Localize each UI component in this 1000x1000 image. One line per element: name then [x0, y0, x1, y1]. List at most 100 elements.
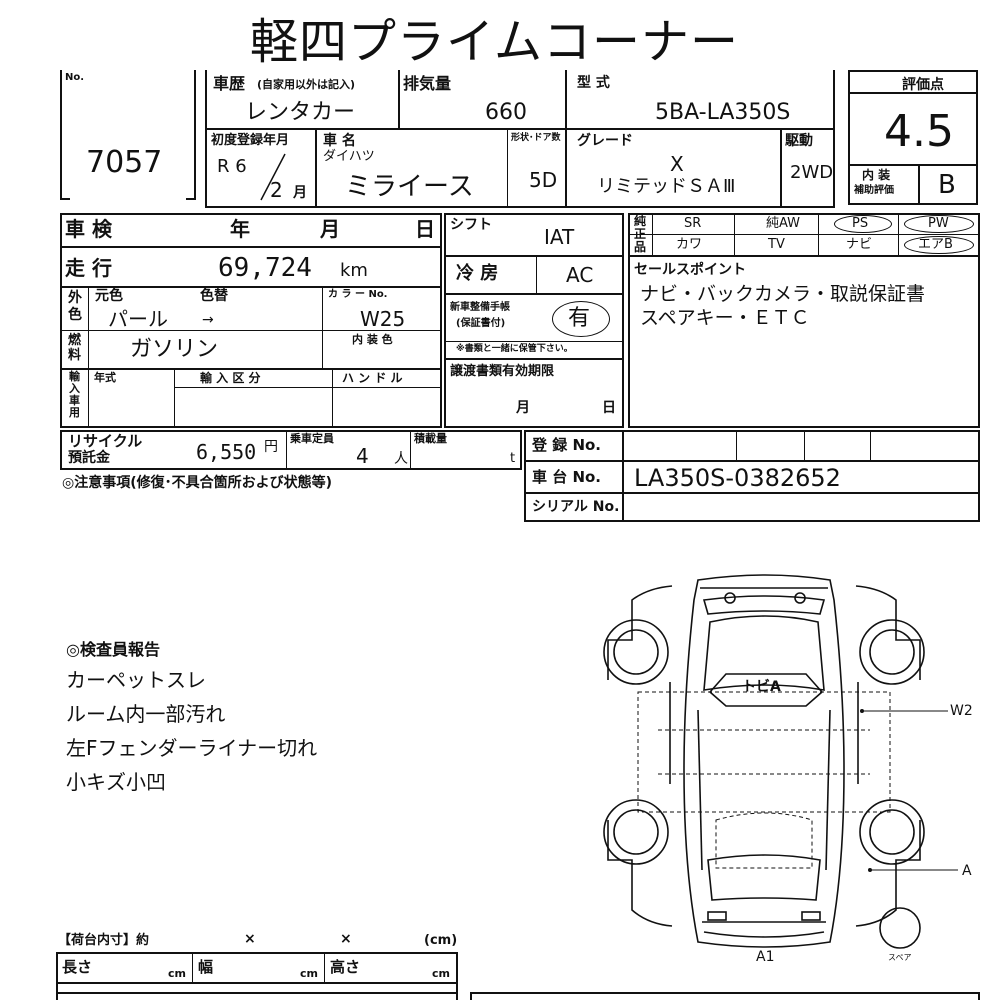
history-value: レンタカー — [245, 100, 356, 125]
registration-no-label: 登 録 No. — [532, 436, 602, 454]
displacement-value: 660 — [485, 100, 527, 125]
recycle-label-2: 預託金 — [68, 450, 110, 466]
bottom-right-box — [470, 992, 980, 1000]
load-label: 積載量 — [414, 432, 447, 445]
capacity-unit: 人 — [394, 451, 408, 467]
displacement-label: 排気量 — [403, 74, 452, 93]
score-value: 4.5 — [884, 106, 954, 157]
cargo-width-unit: cm — [300, 967, 318, 980]
mileage-label: 走 行 — [65, 256, 112, 280]
mileage-unit: km — [340, 260, 368, 281]
fuel-value: ガソリン — [130, 337, 219, 362]
import-class-label: 輸 入 区 分 — [200, 371, 261, 385]
fuel-label: 燃料 — [68, 333, 82, 363]
cargo-length-label: 長さ — [62, 958, 93, 976]
inspector-item-3: 左Fフェンダーライナー切れ — [66, 736, 318, 760]
equipment-label: 純正品 — [634, 214, 647, 254]
interior-aux-value: B — [938, 170, 956, 200]
interior-aux-label-1: 内 装 — [862, 168, 891, 182]
equipment-airbag-circle — [904, 236, 974, 254]
slash-icon — [260, 153, 286, 201]
first-reg-label: 初度登録年月 — [211, 133, 290, 148]
cargo-length-unit: cm — [168, 967, 186, 980]
inspector-item-4: 小キズ小凹 — [66, 770, 166, 794]
color-code-label: カ ラ ー No. — [328, 289, 388, 300]
cargo-width-label: 幅 — [198, 958, 214, 976]
score-box: 評価点 4.5 内 装 補助評価 B — [848, 70, 978, 205]
handle-label: ハ ン ド ル — [342, 371, 403, 385]
transfer-label: 譲渡書類有効期限 — [450, 364, 555, 379]
recycle-unit: 円 — [264, 439, 278, 455]
cargo-height-label: 高さ — [330, 958, 361, 976]
mileage-value: 69,724 — [218, 253, 312, 283]
recycle-label-1: リサイクル — [68, 432, 143, 450]
grade-line1: X — [670, 152, 684, 176]
inspection-year: 年 — [230, 217, 250, 241]
interior-aux-label-2: 補助評価 — [854, 185, 894, 196]
equipment-pw: PW — [928, 216, 949, 231]
history-label: 車歴 — [213, 74, 246, 93]
first-reg-month: 2 — [270, 178, 283, 202]
equipment-leather: カワ — [676, 237, 703, 252]
aircon-label: 冷 房 — [456, 263, 499, 284]
cargo-height-unit: cm — [432, 967, 450, 980]
warranty-value: 有 — [568, 306, 591, 331]
color-changed-label: 色替 — [200, 288, 228, 304]
marker-w2-label: W2 — [950, 703, 973, 719]
equipment-genuine-aw: 純AW — [766, 216, 801, 231]
color-arrow: → — [202, 312, 214, 328]
score-label: 評価点 — [902, 77, 944, 93]
equipment-navi: ナビ — [846, 237, 873, 252]
first-reg-month-unit: 月 — [293, 185, 307, 201]
transfer-day: 日 — [602, 400, 616, 416]
warranty-label-2: (保証書付) — [456, 318, 506, 329]
model-label: 型 式 — [577, 75, 610, 91]
sales-points-line2: スペアキー・ＥＴＣ — [640, 307, 810, 329]
doors-value: 5D — [529, 168, 558, 192]
equipment-pw-circle — [904, 215, 974, 233]
load-unit: t — [510, 451, 516, 466]
page-title: 軽四プライムコーナー — [250, 14, 740, 70]
car-name-label: 車 名 — [323, 133, 356, 149]
lot-number-box: No. 7057 — [60, 70, 200, 200]
left-detail-grid: 車 検 年 月 日 走 行 69,724 km 外色 元色 色替 パール → カ… — [60, 213, 442, 428]
first-reg-era-year: R 6 — [217, 156, 247, 177]
car-maker: ダイハツ — [323, 149, 375, 164]
warranty-note: ※書類と一緒に保管下さい。 — [456, 344, 573, 354]
registration-grid: 登 録 No. 車 台 No. LA350S-0382652 シリアル No. — [524, 430, 980, 522]
inspection-month: 月 — [320, 217, 340, 241]
color-original-label: 元色 — [95, 288, 123, 304]
capacity-label: 乗車定員 — [290, 432, 334, 445]
equipment-ps: PS — [852, 216, 869, 231]
inspector-item-2: ルーム内一部汚れ — [66, 702, 226, 726]
spare-label: スペア — [888, 953, 912, 962]
history-note: (自家用以外は記入) — [257, 78, 356, 91]
capacity-value: 4 — [356, 444, 369, 468]
lot-number: 7057 — [86, 145, 163, 180]
equipment-airbag: エアB — [918, 237, 953, 252]
cargo-grid: 長さ cm 幅 cm 高さ cm — [56, 952, 458, 1000]
transfer-month: 月 — [516, 400, 530, 416]
warranty-circle — [552, 301, 610, 337]
cargo-x1: × — [244, 931, 256, 947]
model-value: 5BA-LA350S — [655, 100, 791, 125]
chassis-no-value: LA350S-0382652 — [634, 464, 841, 492]
grade-line2: リミテッドＳＡⅢ — [597, 176, 736, 197]
imported-year-label: 年式 — [94, 371, 116, 384]
cargo-unit: (cm) — [424, 933, 458, 948]
serial-no-label: シリアル No. — [532, 499, 620, 515]
marker-a-label: A — [962, 863, 972, 879]
roof-damage-label: トビA — [742, 679, 781, 695]
notes-label: ◎注意事項(修復･不具合箇所および状態等) — [62, 475, 333, 491]
drive-label: 駆動 — [785, 133, 813, 149]
doors-label: 形状･ドア数 — [511, 133, 561, 143]
cargo-x2: × — [340, 931, 352, 947]
car-condition-diagram — [603, 574, 958, 949]
interior-color-label: 内 装 色 — [352, 333, 393, 346]
inspector-report-label: ◎検査員報告 — [66, 640, 160, 659]
color-section-label: 外色 — [68, 290, 82, 323]
equipment-sr: SR — [684, 216, 702, 231]
sales-points-line1: ナビ・バックカメラ・取説保証書 — [640, 283, 926, 305]
shift-value: IAT — [544, 225, 575, 249]
color-original-value: パール — [108, 307, 168, 331]
